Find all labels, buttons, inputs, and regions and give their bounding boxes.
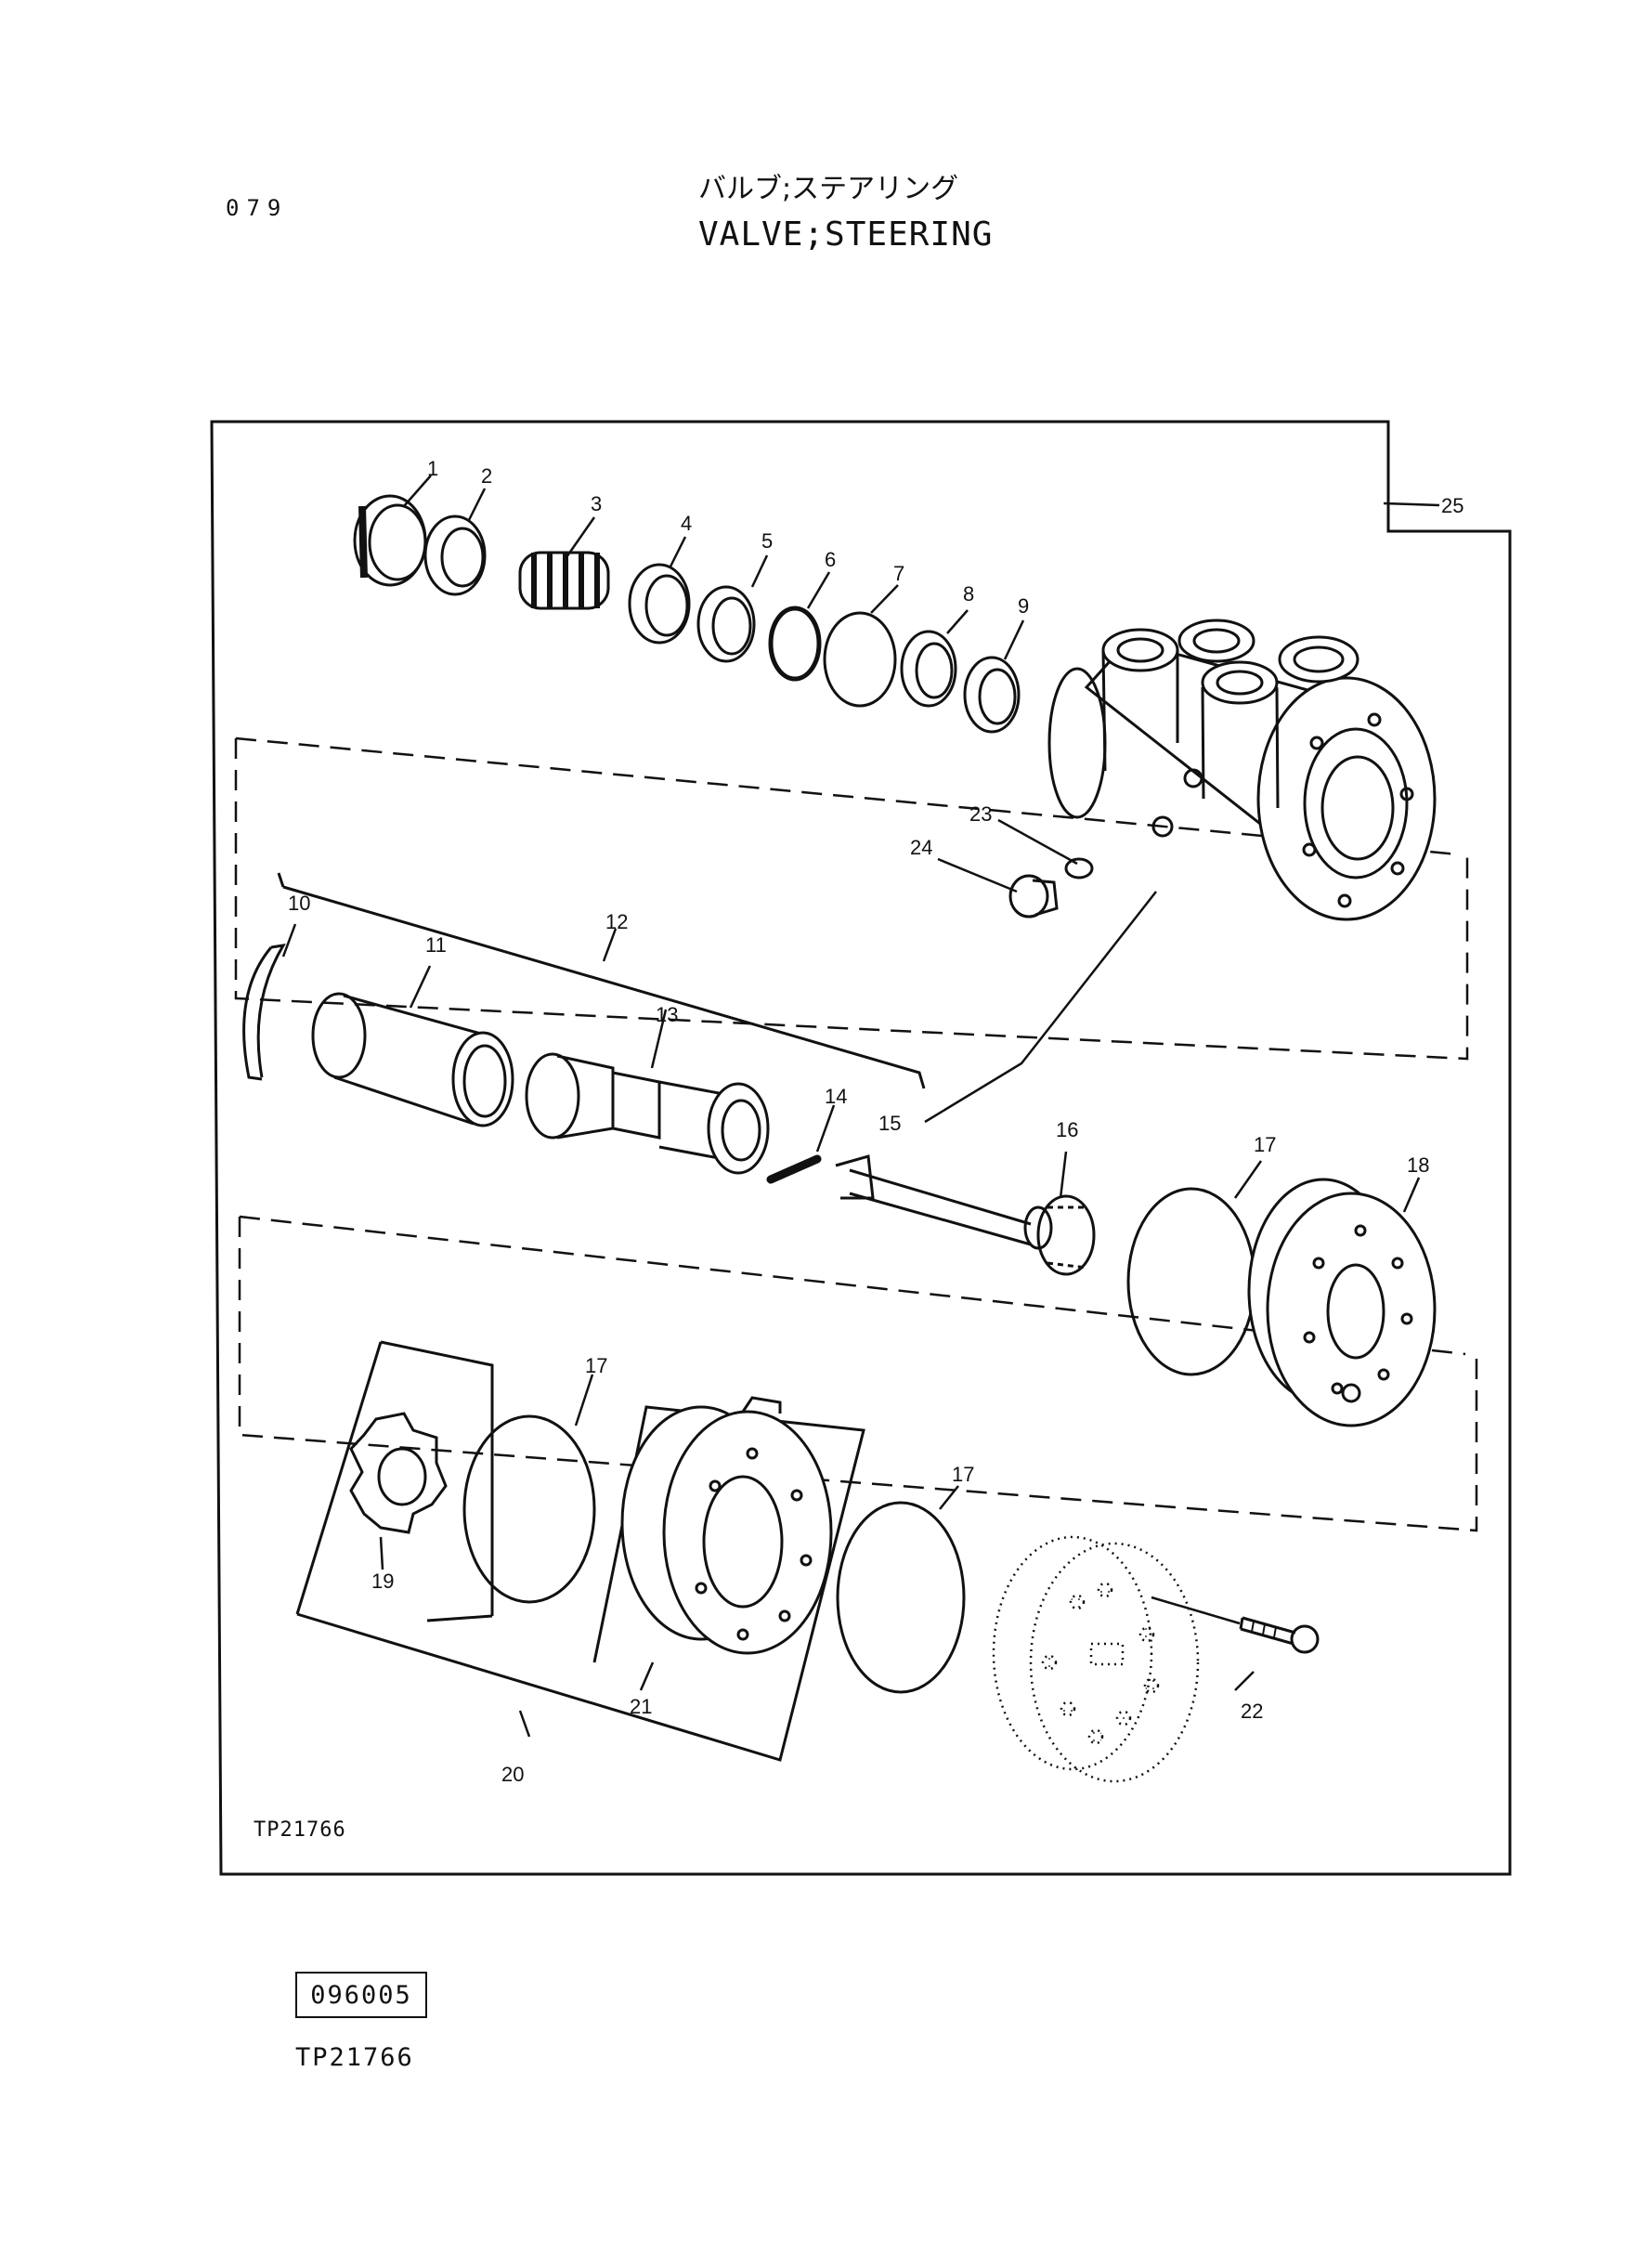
part-22-bolt: [1239, 1616, 1320, 1654]
part-7-seal: [823, 611, 897, 708]
part-17-seal-upper: [1126, 1187, 1256, 1376]
part-16-drive-shaft: [835, 1154, 1096, 1276]
part-3-spring-set: [518, 551, 610, 610]
callout-24: 24: [910, 836, 932, 859]
figure-code: TP21766: [254, 1818, 346, 1842]
callout-16: 16: [1056, 1118, 1078, 1141]
part-5-ring: [696, 585, 756, 663]
callout-21: 21: [630, 1695, 652, 1718]
callout-20: 20: [501, 1763, 524, 1786]
part-19-star-gear: [349, 1412, 448, 1534]
callout-1: 1: [427, 457, 438, 480]
callout-22: 22: [1241, 1700, 1263, 1723]
part-21-gear-ring: [620, 1396, 833, 1655]
callout-9: 9: [1018, 594, 1029, 618]
title-japanese: バルブ;ステアリング: [698, 173, 959, 205]
callout-6: 6: [825, 548, 836, 571]
callout-3: 3: [591, 492, 602, 515]
callout-23: 23: [969, 802, 992, 826]
end-cap-dotted: [992, 1535, 1200, 1783]
part-9-ring: [963, 656, 1021, 734]
part-6-o-ring: [768, 606, 822, 682]
part-10-retainer: [242, 944, 286, 1081]
callout-17-left: 17: [585, 1354, 607, 1377]
part-1-snap-ring: [353, 494, 427, 587]
part-23-o-ring: [1064, 857, 1094, 879]
upper-dashed-group: [234, 736, 1469, 1061]
callout-18: 18: [1407, 1153, 1429, 1177]
callout-15: 15: [878, 1112, 901, 1135]
callout-11: 11: [425, 933, 447, 957]
callout-8: 8: [963, 582, 974, 606]
callout-4: 4: [681, 512, 692, 535]
diagram-frame: [210, 420, 1512, 1876]
callout-12: 12: [605, 910, 628, 933]
callout-7: 7: [893, 562, 904, 585]
callout-10: 10: [288, 892, 310, 915]
callout-17-upper: 17: [1254, 1133, 1276, 1156]
part-8-ring: [900, 630, 957, 708]
title-english: VALVE;STEERING: [698, 215, 994, 254]
callout-13: 13: [656, 1003, 678, 1026]
part-17-seal-left: [462, 1414, 596, 1604]
part-24-plug: [1008, 874, 1059, 919]
page-number: 079: [226, 195, 289, 221]
callout-14: 14: [825, 1085, 847, 1108]
callout-17-lower: 17: [952, 1463, 974, 1486]
part-12-bracket: [277, 872, 926, 1089]
part-18-spacer-plate: [1247, 1178, 1437, 1427]
part-14-pin: [766, 1154, 822, 1184]
part-4-ring: [628, 563, 691, 645]
callout-2: 2: [481, 464, 492, 488]
reference-code: TP21766: [295, 2043, 414, 2072]
part-11-sleeve: [311, 992, 514, 1127]
doc-code-box: 096005: [295, 1972, 427, 2018]
part-17-seal-lower: [836, 1501, 966, 1694]
doc-code: 096005: [310, 1981, 412, 2010]
callout-19: 19: [371, 1570, 394, 1593]
part-15-valve-housing: [1047, 619, 1437, 921]
part-13-spool: [525, 1052, 770, 1175]
part-2-bushing: [423, 515, 487, 596]
callout-5: 5: [761, 529, 773, 553]
callout-labels: 1 2 3 4 5 6 7 8 9 10 11 12 13 14 15 16 1…: [288, 457, 1463, 1786]
callout-25: 25: [1441, 494, 1463, 517]
